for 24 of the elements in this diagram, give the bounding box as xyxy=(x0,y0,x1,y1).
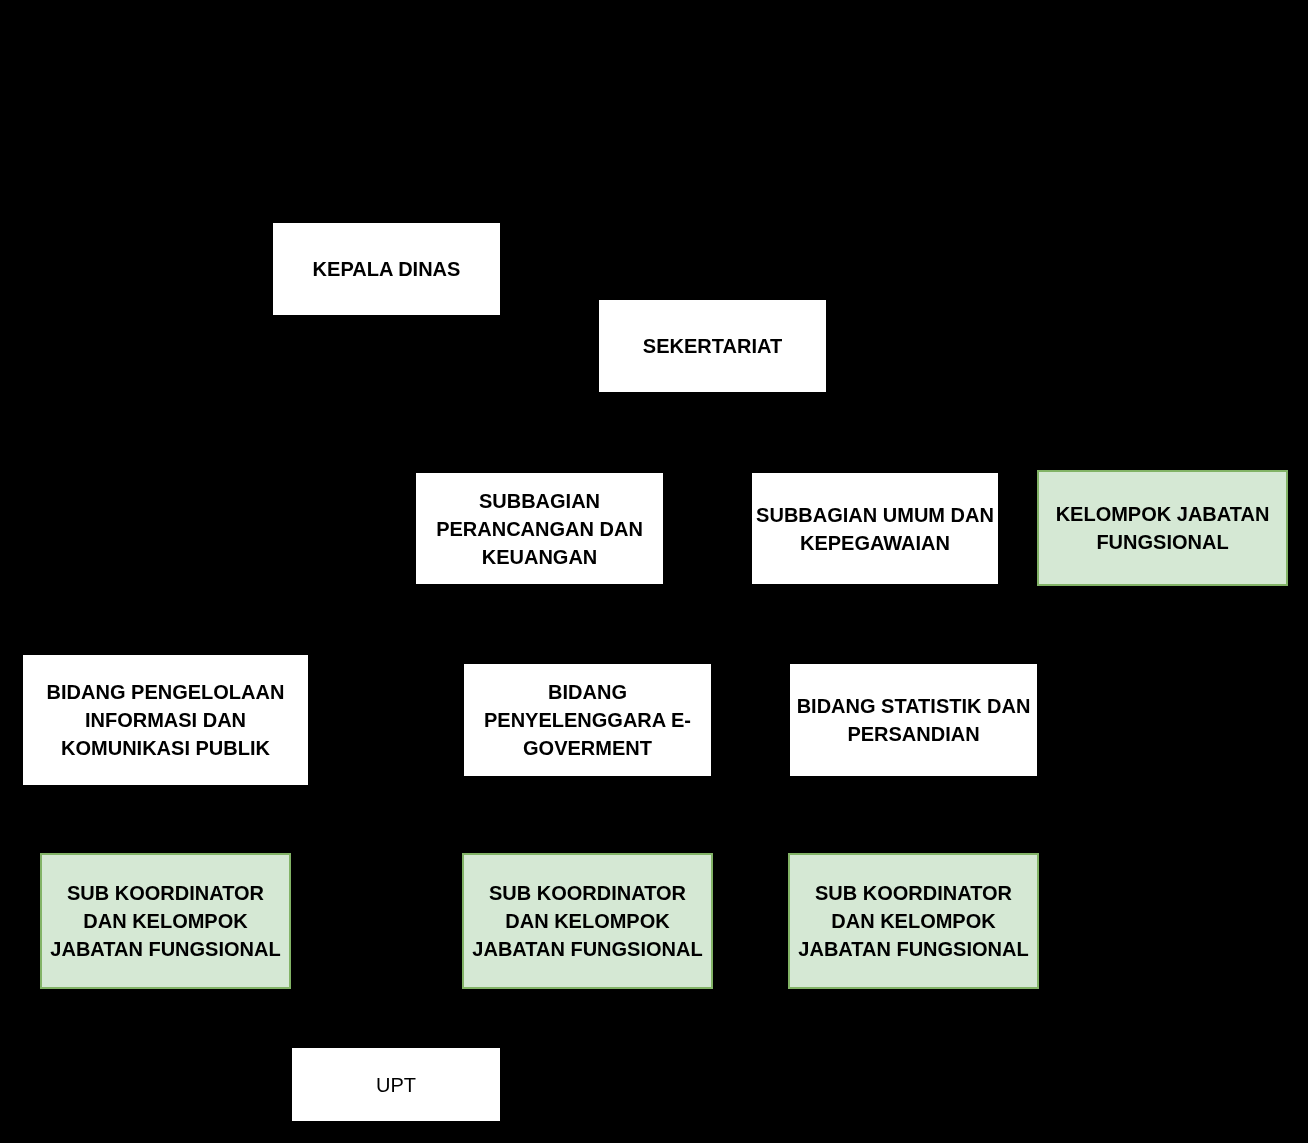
unit-name: SUBBAGIAN UMUM DAN KEPEGAWAIAN xyxy=(756,502,994,556)
unit-box xyxy=(599,300,826,392)
unit-name: BIDANG STATISTIK DAN PERSANDIAN xyxy=(795,694,1032,747)
unit-name: UPT xyxy=(376,1072,416,1098)
unit-box xyxy=(752,473,998,584)
unit-box xyxy=(23,655,308,785)
unit-name: SUBBAGIAN PERANCANGAN DAN KEUANGAN xyxy=(435,488,644,570)
unit-box xyxy=(790,664,1037,776)
unit-name: KEPALA DINAS xyxy=(312,257,461,282)
unit-box xyxy=(416,473,663,584)
unit-name: SUB KOORDINATOR DAN KELOMPOK JABATAN FUNGSIONAL xyxy=(49,881,282,962)
unit-box xyxy=(464,664,711,776)
group-box xyxy=(1037,470,1288,586)
unit-box xyxy=(292,1048,500,1121)
unit-name: SEKERTARIAT xyxy=(642,334,783,359)
unit-box xyxy=(273,223,500,315)
unit-name: BIDANG PENYELENGGARA E-GOVERMENT xyxy=(482,680,693,761)
unit-name: BIDANG PENGELOLAAN INFORMASI DAN KOMUNIKASI PUBLIK xyxy=(45,680,286,761)
unit-name: KELOMPOK JABATAN FUNGSIONAL xyxy=(1054,502,1271,555)
group-box xyxy=(40,853,291,989)
unit-name: SUB KOORDINATOR DAN KELOMPOK JABATAN FUNGSIONAL xyxy=(797,881,1030,962)
group-box xyxy=(788,853,1039,989)
unit-name: SUB KOORDINATOR DAN KELOMPOK JABATAN FUNGSIONAL xyxy=(471,881,704,962)
group-box xyxy=(462,853,713,989)
